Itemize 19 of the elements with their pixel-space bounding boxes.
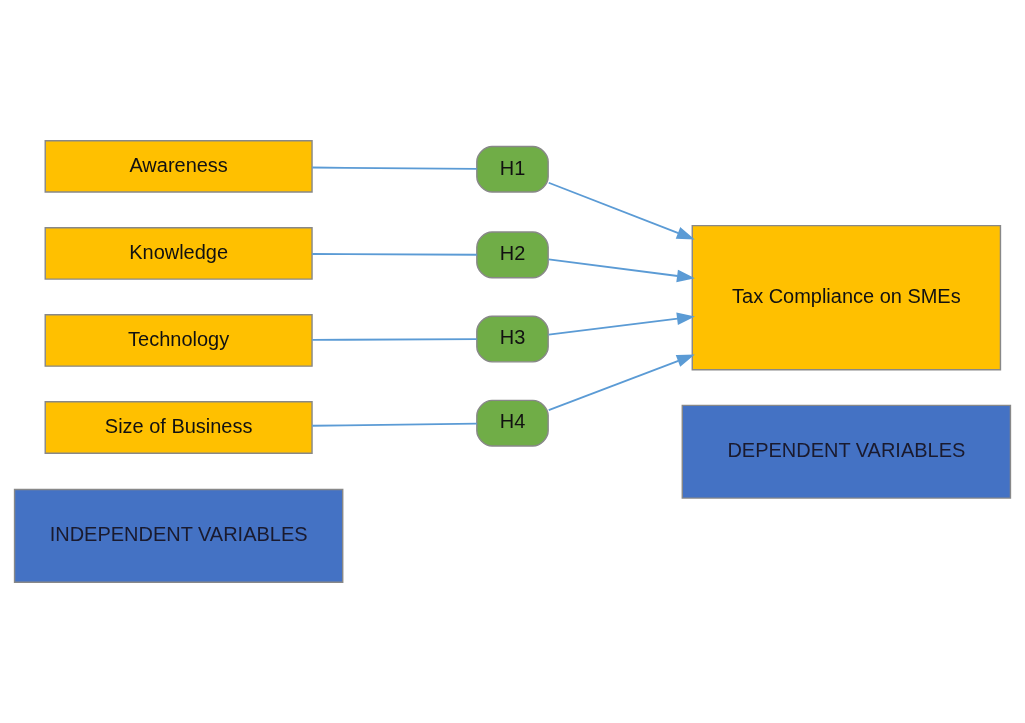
connector bbox=[311, 338, 478, 341]
connector bbox=[311, 253, 478, 256]
connector bbox=[311, 422, 478, 427]
node-box: Technology bbox=[44, 314, 313, 367]
node-box: Size of Business bbox=[44, 401, 313, 454]
node-box: INDEPENDENT VARIABLES bbox=[13, 488, 344, 583]
node-box: DEPENDENT VARIABLES bbox=[681, 404, 1012, 499]
node-box: H1 bbox=[476, 145, 549, 193]
node-box: H3 bbox=[476, 315, 549, 363]
arrow bbox=[547, 258, 695, 283]
node-box: Tax Compliance on SMEs bbox=[691, 224, 1002, 371]
arrow bbox=[547, 354, 695, 411]
arrow bbox=[547, 181, 695, 240]
connector bbox=[311, 166, 478, 170]
node-box: Knowledge bbox=[44, 227, 313, 280]
node-box: H2 bbox=[476, 231, 549, 279]
node-box: H4 bbox=[476, 399, 549, 447]
node-box: Awareness bbox=[44, 140, 313, 193]
arrow bbox=[547, 312, 695, 336]
